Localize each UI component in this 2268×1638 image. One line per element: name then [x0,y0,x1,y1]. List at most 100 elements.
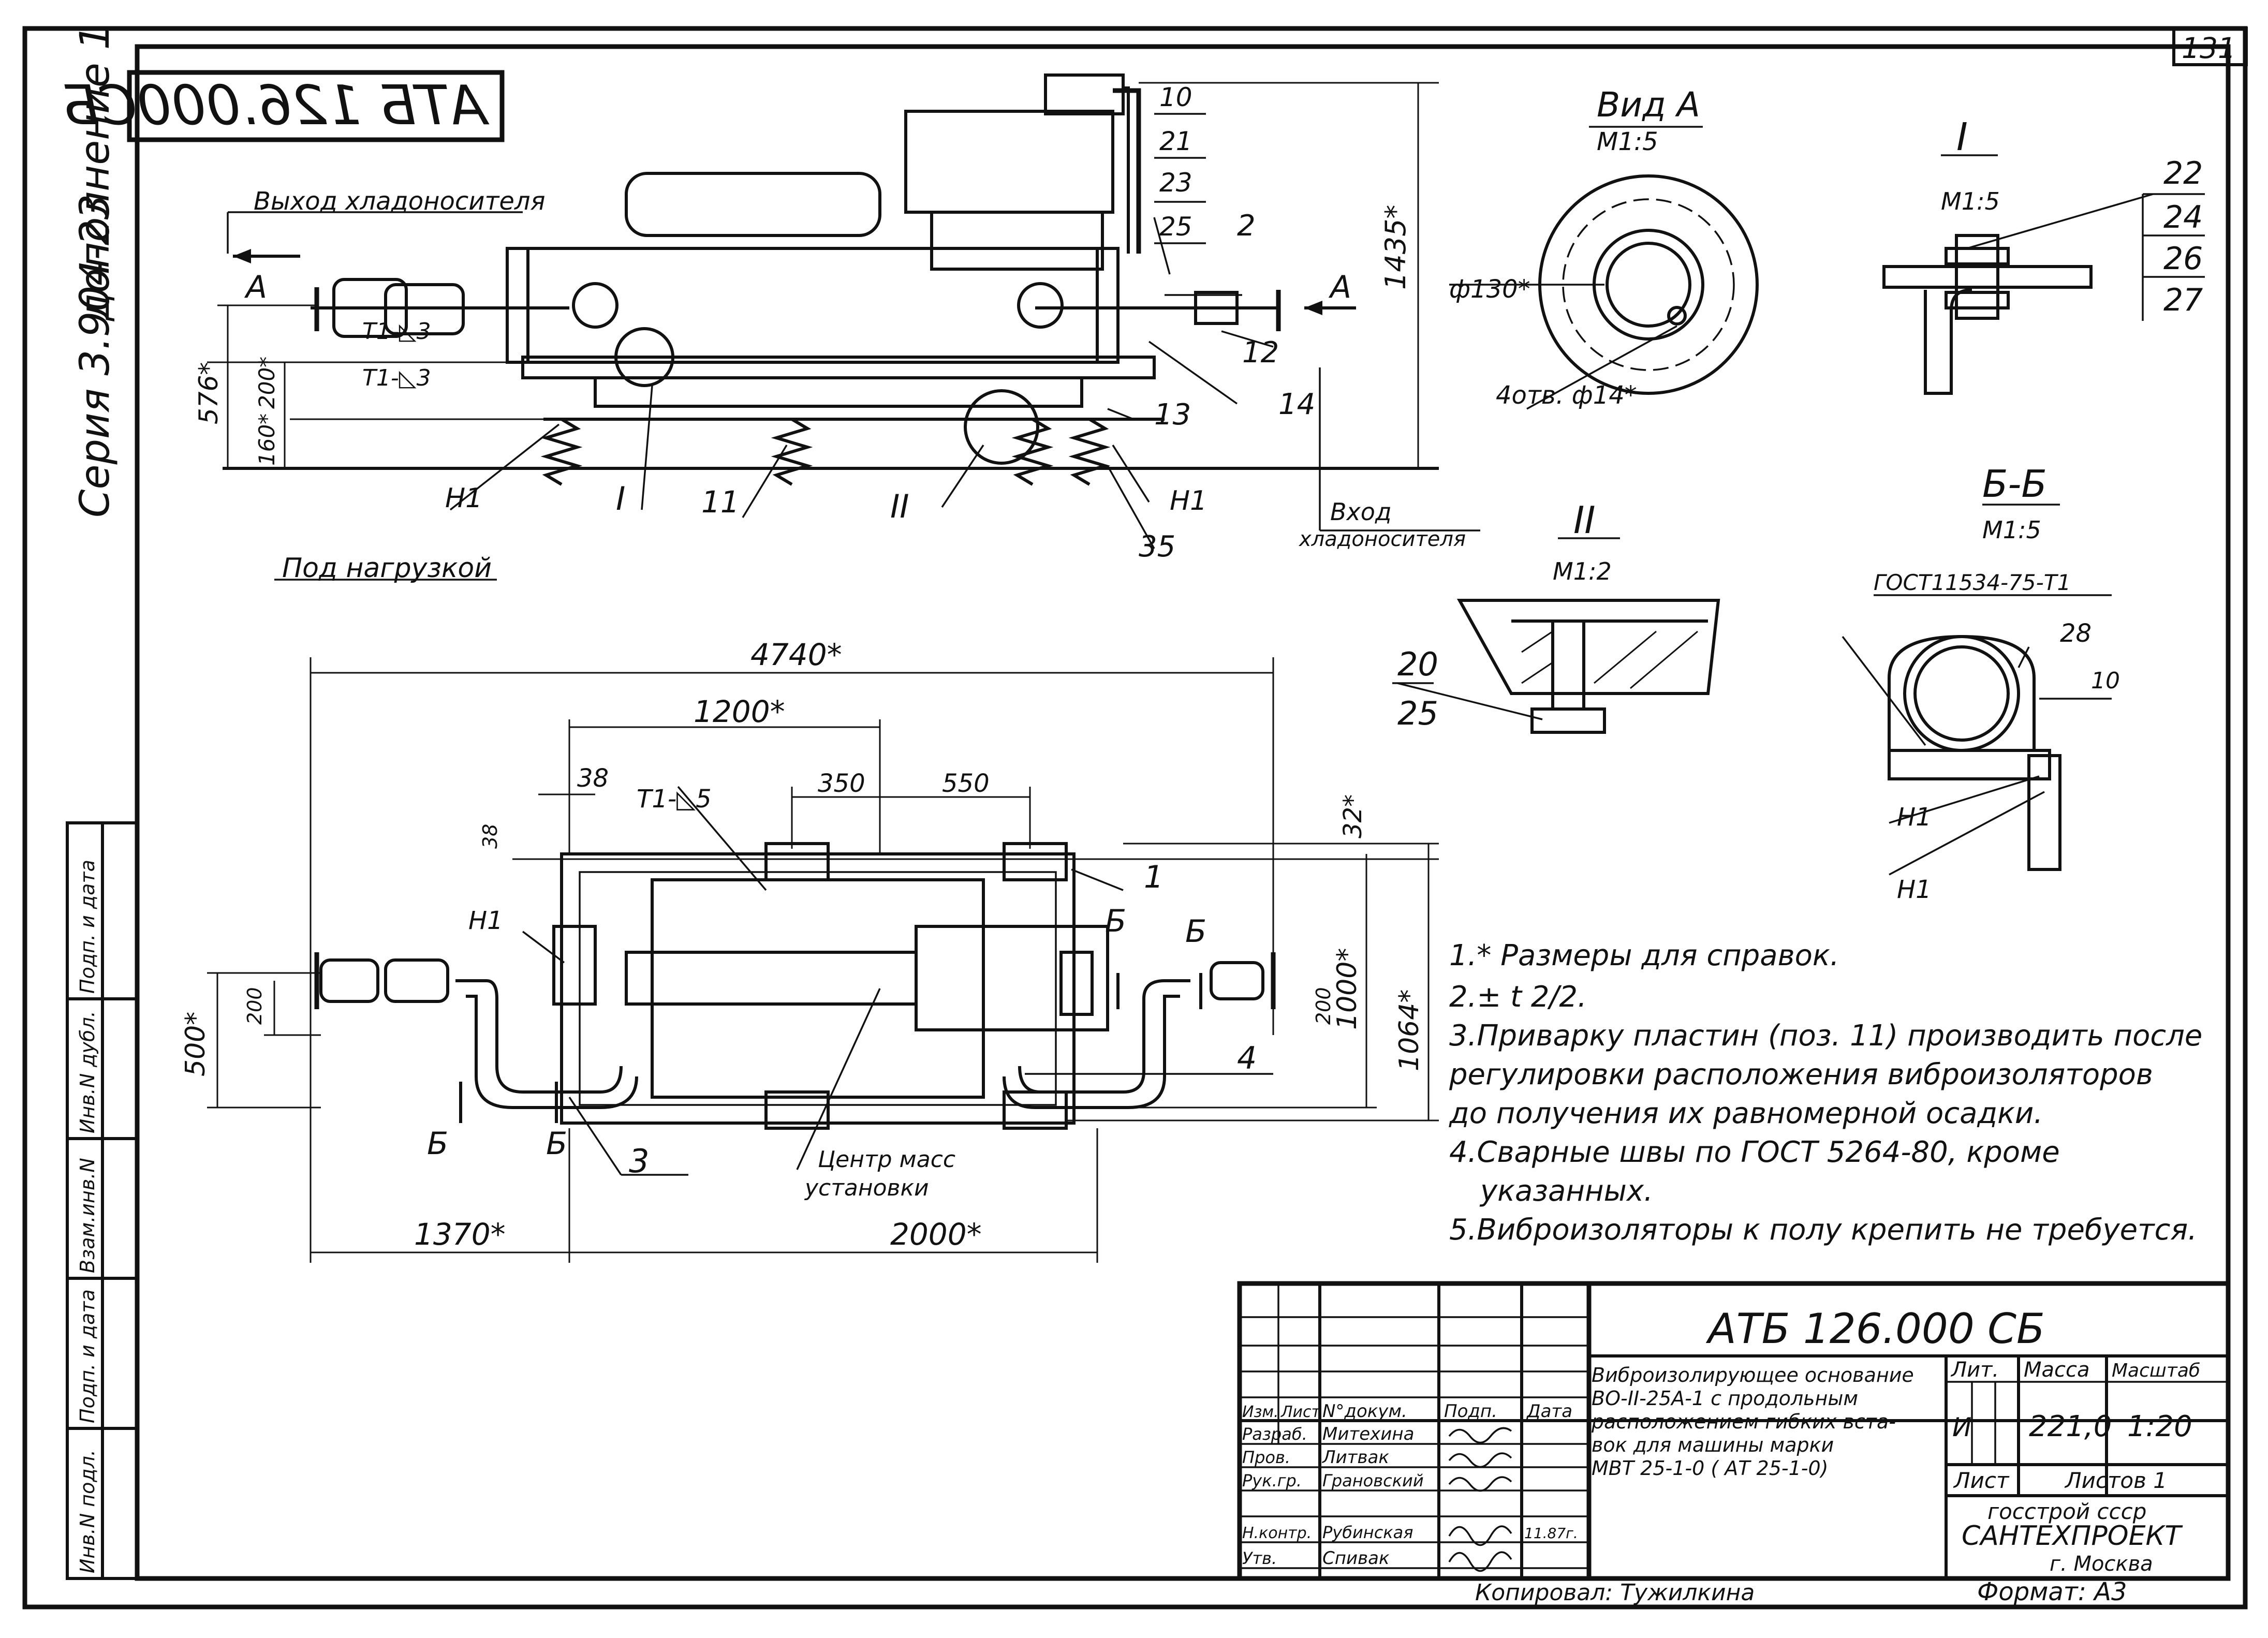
callout-24: 24 [2163,199,2203,235]
dim-1200: 1200* [694,694,785,729]
section-mark-b-3: Б [1105,903,1126,939]
org-line-2: САНТЕХПРОЕКТ [1962,1521,2183,1552]
org-line-1: госстрой ссср [1987,1499,2146,1524]
ref-detail-I: I [616,480,625,518]
note-1: 1.* Размеры для справок. [1449,939,1839,972]
section-bb-title: Б-Б [1982,462,2047,506]
detail-I-title: I [1956,115,1968,159]
title-doc-code: АТБ 126.000 СБ [1705,1305,2045,1353]
sheet-label: Лист [1953,1468,2010,1493]
note-4-cont: указанных. [1479,1174,1653,1208]
side-cell-4: Инв.N дубл. [76,1011,99,1133]
lit-value: И [1952,1412,1971,1442]
plan-view [207,657,1439,1263]
section-bb-gost: ГОСТ11534-75-Т1 [1874,570,2071,595]
title-desc-4: вок для машины марки [1592,1434,1834,1456]
mirrored-stamp-box [127,70,505,142]
callout-26: 26 [2163,241,2203,277]
inlet-label: Вход [1330,498,1392,526]
sheet-number: 131 [2182,32,2236,65]
callout-h1-right: Н1 [1170,485,1207,517]
weld-mark-2: Т1-◺3 [362,365,431,391]
callout-25: 25 [1159,212,1192,242]
dim-200-right: 200 [1312,987,1335,1025]
signature-2 [1448,1452,1512,1468]
role-3: Рук.гр. [1242,1471,1302,1491]
side-cell-5: Подп. и дата [76,860,99,994]
scale-value: 1:20 [2127,1410,2192,1443]
mass-center-label: Центр масс [818,1146,955,1173]
dim-350: 350 [818,769,865,798]
view-a-diameter: ф130* [1449,275,1530,304]
callout-h1-left: Н1 [445,483,482,514]
role-4: Н.контр. [1242,1524,1312,1542]
weld-mark-plan: Т1-◺5 [637,785,712,814]
detail-II-scale: М1:2 [1553,557,1612,585]
view-a [1449,126,1759,410]
callout-10: 10 [1159,82,1192,112]
copied-by: Копировал: Тужилкина [1475,1580,1755,1606]
side-view [207,73,1480,581]
section-mark-b-1: Б [427,1126,448,1162]
callout-h1-bb-1: Н1 [1897,803,1932,832]
weld-mark-1: Т1-◺3 [362,318,431,345]
arrow-a-left: А [244,269,267,305]
note-3: 3.Приварку пластин (поз. 11) производить… [1449,1019,2202,1053]
detail-II-title: II [1573,498,1595,542]
view-a-holes: 4отв. ф14* [1496,381,1637,410]
dim-10: 10 [2091,668,2120,694]
callout-23: 23 [1159,168,1192,198]
sheets-label: Листов 1 [2064,1468,2167,1493]
ref-detail-II: II [890,488,909,525]
note-3-cont-2: до получения их равномерной осадки. [1449,1097,2043,1130]
callout-11: 11 [701,484,740,520]
callout-22: 22 [2163,155,2203,191]
outer-frame [22,26,2248,1610]
dim-2000: 2000* [890,1217,982,1252]
side-cell-3: Взам.инв.N [76,1158,99,1273]
callout-2: 2 [1237,209,1256,243]
callout-h1-plan: Н1 [468,906,503,935]
name-2: Литвак [1321,1447,1389,1468]
side-addendum: дополнение 1 [72,24,119,322]
view-a-title: Вид А [1597,85,1700,125]
name-3: Грановский [1322,1471,1424,1491]
note-4: 4.Сварные швы по ГОСТ 5264-80, кроме [1449,1135,2060,1169]
signature-3 [1448,1476,1512,1492]
mirrored-stamp: АТБ 126.000СБ [62,74,490,137]
role-5: Утв. [1242,1548,1277,1568]
side-stamp-table: Инв.N подл. Подп. и дата Взам.инв.N Инв.… [66,821,139,1580]
date-4: 11.87г. [1524,1525,1578,1542]
signature-1 [1448,1427,1512,1444]
callout-35: 35 [1139,530,1175,564]
signature-4 [1448,1525,1512,1546]
format-label: Формат: А3 [1977,1577,2127,1606]
title-desc-5: МВТ 25-1-0 ( АТ 25-1-0) [1592,1457,1829,1480]
under-load-label: Под нагрузкой [282,553,492,584]
dim-1435: 1435* [1379,205,1412,290]
dim-500: 500* [180,1012,211,1076]
sheet-number-box [2172,27,2248,66]
section-mark-b-4: Б [1185,913,1206,950]
dim-38-b: 38 [479,824,502,849]
hdr-podp: Подп. [1444,1401,1497,1422]
callout-4: 4 [1237,1040,1257,1076]
dim-1000: 1000* [1332,948,1363,1030]
outlet-label: Выход хладоносителя [254,187,545,216]
dim-576: 576* [194,362,224,424]
name-5: Спивак [1322,1548,1390,1569]
dim-200: 200* [254,357,279,409]
signature-5 [1448,1551,1512,1572]
callout-13: 13 [1154,398,1191,432]
section-b-b [1842,504,2112,876]
mass-center-label-2: установки [804,1175,929,1201]
title-block [1237,1281,2231,1581]
note-2: 2.± t 2/2. [1449,980,1587,1014]
dim-550: 550 [942,769,990,798]
name-1: Митехина [1322,1424,1414,1444]
side-cell-2: Подп. и дата [76,1289,99,1423]
arrow-a-right: А [1328,269,1351,305]
callout-27: 27 [2163,282,2203,318]
detail-I-scale: М1:5 [1941,187,2000,215]
